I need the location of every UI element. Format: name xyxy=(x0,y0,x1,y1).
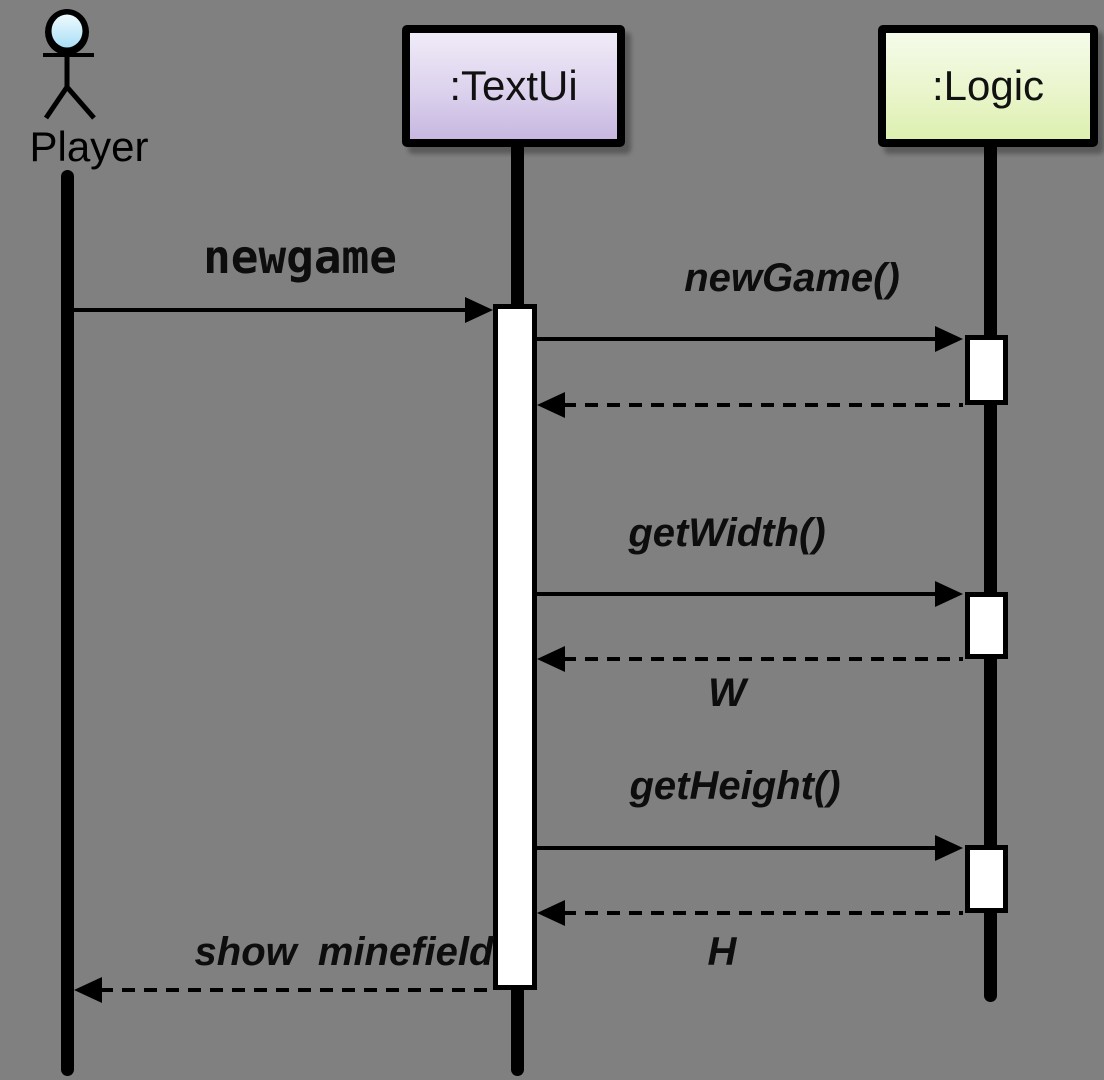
message-label-newgame-call: newGame() xyxy=(684,256,900,300)
lifeline-player xyxy=(61,170,74,1076)
activation-logic-newgame xyxy=(965,335,1008,405)
message-line-getwidth xyxy=(537,592,937,596)
activation-logic-getheight xyxy=(965,845,1008,913)
activation-logic-getwidth xyxy=(965,592,1008,659)
arrowhead-width-return-icon xyxy=(537,646,565,672)
activation-textui xyxy=(493,304,537,990)
arrowhead-newgame-icon xyxy=(465,297,493,323)
message-line-newgame-call xyxy=(537,337,937,341)
message-line-show-minefield xyxy=(100,988,493,992)
message-line-height-return xyxy=(563,911,963,915)
actor-player-icon xyxy=(43,9,96,120)
arrowhead-show-minefield-icon xyxy=(74,977,102,1003)
arrowhead-getheight-icon xyxy=(935,835,963,861)
message-label-getwidth: getWidth() xyxy=(628,511,826,555)
arrowhead-newgame-return-icon xyxy=(537,392,565,418)
object-box-textui: :TextUi xyxy=(402,25,625,147)
message-line-newgame xyxy=(74,308,468,312)
actor-player-label: Player xyxy=(29,123,149,170)
message-line-width-return xyxy=(563,657,963,661)
message-label-height-return: H xyxy=(707,930,737,974)
message-label-show-minefield: show minefield xyxy=(194,930,494,974)
arrowhead-height-return-icon xyxy=(537,900,565,926)
message-line-getheight xyxy=(537,846,937,850)
message-label-newgame: newgame xyxy=(203,230,397,284)
object-label-logic: :Logic xyxy=(931,62,1045,109)
arrowhead-getwidth-icon xyxy=(935,581,963,607)
message-line-newgame-return xyxy=(563,403,963,407)
arrowhead-newgame-call-icon xyxy=(935,326,963,352)
object-box-logic: :Logic xyxy=(878,25,1098,147)
message-label-getheight: getHeight() xyxy=(629,764,841,808)
message-label-width-return: W xyxy=(708,671,746,715)
object-label-textui: :TextUi xyxy=(449,62,578,109)
